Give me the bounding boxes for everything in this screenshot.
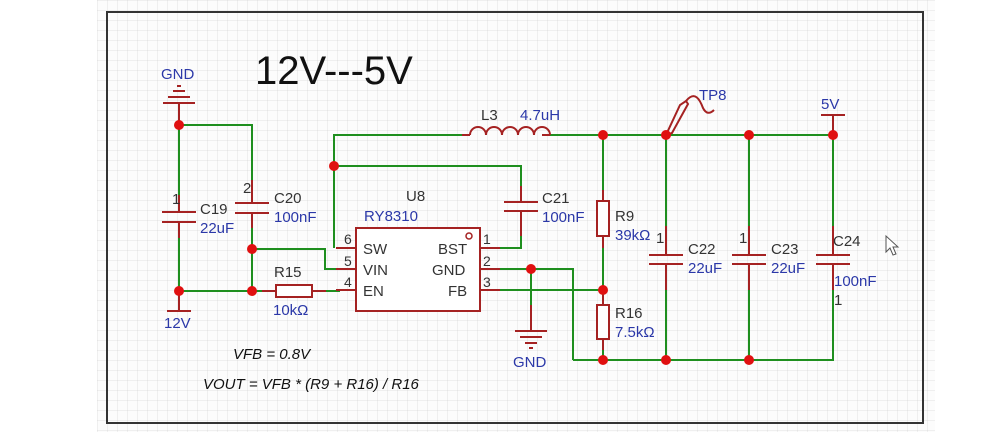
c22-pin-number: 1 [656, 230, 664, 247]
capacitor-c20[interactable] [235, 180, 269, 228]
pin1-marker [465, 232, 473, 240]
c19-value: 22uF [200, 220, 234, 237]
ic-pin-num-6: 6 [344, 231, 352, 247]
ic-pin-num-4: 4 [344, 274, 352, 290]
c24-value: 100nF [834, 273, 877, 290]
resistor-r9[interactable] [596, 190, 610, 248]
capacitor-c21[interactable] [504, 186, 538, 236]
junction-dot [598, 130, 608, 140]
junction-dot [828, 130, 838, 140]
junction-dot [661, 130, 671, 140]
wire-sw-c21 [334, 165, 522, 196]
ic-pin-num-5: 5 [344, 253, 352, 269]
mouse-cursor-icon [885, 234, 900, 256]
c24-pin-number: 1 [834, 292, 842, 309]
vin-label: 12V [164, 315, 191, 332]
junction-dot [329, 161, 339, 171]
c19-pin-number: 1 [172, 191, 180, 208]
capacitor-c24[interactable] [816, 226, 850, 290]
r9-value: 39kΩ [615, 227, 650, 244]
wire-gnd-rail [573, 270, 834, 361]
r15-ref: R15 [274, 264, 302, 281]
junction-dot [661, 355, 671, 365]
capacitor-c23[interactable] [732, 226, 766, 290]
junction-dot [247, 286, 257, 296]
ic-part-number: RY8310 [364, 208, 418, 225]
wire-gnd-c20 [179, 124, 253, 180]
inductor-l3[interactable] [462, 126, 551, 136]
c19-ref: C19 [200, 201, 228, 218]
junction-dot [247, 244, 257, 254]
wire-vin [252, 248, 340, 270]
resistor-r16[interactable] [596, 295, 610, 350]
schematic-title: 12V---5V [255, 49, 413, 93]
c22-ref: C22 [688, 241, 716, 258]
ic-u8[interactable] [336, 227, 500, 312]
c20-value: 100nF [274, 209, 317, 226]
junction-dot [526, 264, 536, 274]
wire-c21-bst [500, 216, 522, 249]
wire-ic-gnd [500, 268, 574, 360]
c21-ref: C21 [542, 190, 570, 207]
c24-ref: C24 [833, 233, 861, 250]
testpoint-tp8[interactable] [664, 95, 715, 137]
c22-value: 22uF [688, 260, 722, 277]
c23-value: 22uF [771, 260, 805, 277]
note-vfb: VFB = 0.8V [233, 346, 312, 363]
wires [178, 124, 834, 361]
schematic-frame [106, 11, 924, 424]
ic-pin-name-fb: FB [448, 283, 467, 300]
r16-value: 7.5kΩ [615, 324, 655, 341]
c23-ref: C23 [771, 241, 799, 258]
gnd-label-top: GND [161, 66, 195, 83]
vout-label: 5V [821, 96, 839, 113]
junction-dot [174, 286, 184, 296]
ic-ref: U8 [406, 188, 425, 205]
gnd-symbol-top [163, 85, 195, 125]
r15-value: 10kΩ [273, 302, 308, 319]
gnd-symbol-bottom [515, 305, 547, 349]
resistor-r15[interactable] [262, 284, 326, 298]
junction-dot [744, 355, 754, 365]
schematic-grid [97, 0, 935, 432]
junction-dot [598, 355, 608, 365]
junctions [174, 120, 838, 365]
junction-dot [744, 130, 754, 140]
ic-pin-name-vin: VIN [363, 262, 388, 279]
junction-dot [174, 120, 184, 130]
ic-pin-num-2: 2 [483, 253, 491, 269]
note-vout-formula: VOUT = VFB * (R9 + R16) / R16 [203, 376, 420, 393]
wire-sw-l3 [333, 134, 462, 248]
ic-pin-name-sw: SW [363, 241, 388, 258]
ic-pin-num-3: 3 [483, 274, 491, 290]
r9-ref: R9 [615, 208, 634, 225]
l3-ref: L3 [481, 107, 498, 124]
c23-pin-number: 1 [739, 230, 747, 247]
c21-value: 100nF [542, 209, 585, 226]
testpoint-label: TP8 [699, 87, 727, 104]
junction-dot [598, 285, 608, 295]
l3-value: 4.7uH [520, 107, 560, 124]
ic-pin-name-en: EN [363, 283, 384, 300]
gnd-label-bottom: GND [513, 354, 547, 371]
c20-ref: C20 [274, 190, 302, 207]
ic-pin-name-gnd: GND [432, 262, 466, 279]
capacitor-c19[interactable] [162, 195, 196, 238]
ic-pin-num-1: 1 [483, 231, 491, 247]
r16-ref: R16 [615, 305, 643, 322]
ic-pin-name-bst: BST [438, 241, 467, 258]
capacitor-c22[interactable] [649, 226, 683, 290]
c20-pin-number: 2 [243, 180, 251, 197]
